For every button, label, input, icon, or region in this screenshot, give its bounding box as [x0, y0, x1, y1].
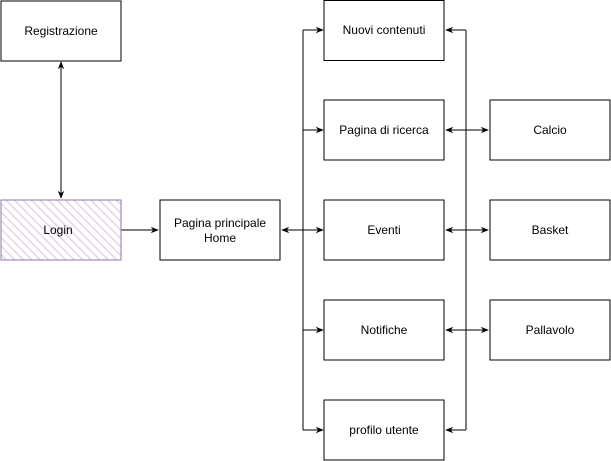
node-eventi: Eventi	[323, 199, 445, 261]
node-pagina-ricerca: Pagina di ricerca	[323, 99, 445, 161]
node-nuovi-contenuti-label: Nuovi contenuti	[343, 23, 426, 37]
node-home-label-line2: Home	[204, 231, 236, 245]
node-login: Login	[0, 199, 122, 261]
node-registrazione-label: Registrazione	[24, 24, 98, 38]
node-registrazione: Registrazione	[0, 0, 122, 62]
node-pallavolo: Pallavolo	[489, 299, 611, 361]
node-pagina-ricerca-label: Pagina di ricerca	[339, 123, 429, 137]
node-eventi-label: Eventi	[367, 223, 400, 237]
node-pallavolo-label: Pallavolo	[526, 323, 575, 337]
node-nuovi-contenuti: Nuovi contenuti	[323, 0, 445, 61]
node-home-label-line1: Pagina principale	[174, 216, 266, 230]
node-notifiche: Notifiche	[323, 299, 445, 361]
node-notifiche-label: Notifiche	[361, 323, 408, 337]
node-calcio-label: Calcio	[533, 123, 567, 137]
node-basket: Basket	[489, 199, 611, 261]
node-profilo-utente: profilo utente	[323, 399, 445, 461]
node-home: Pagina principale Home	[159, 199, 281, 261]
node-profilo-utente-label: profilo utente	[349, 423, 419, 437]
node-login-label: Login	[43, 223, 72, 237]
connectors	[57, 26, 489, 434]
node-calcio: Calcio	[489, 99, 611, 161]
node-basket-label: Basket	[532, 223, 569, 237]
